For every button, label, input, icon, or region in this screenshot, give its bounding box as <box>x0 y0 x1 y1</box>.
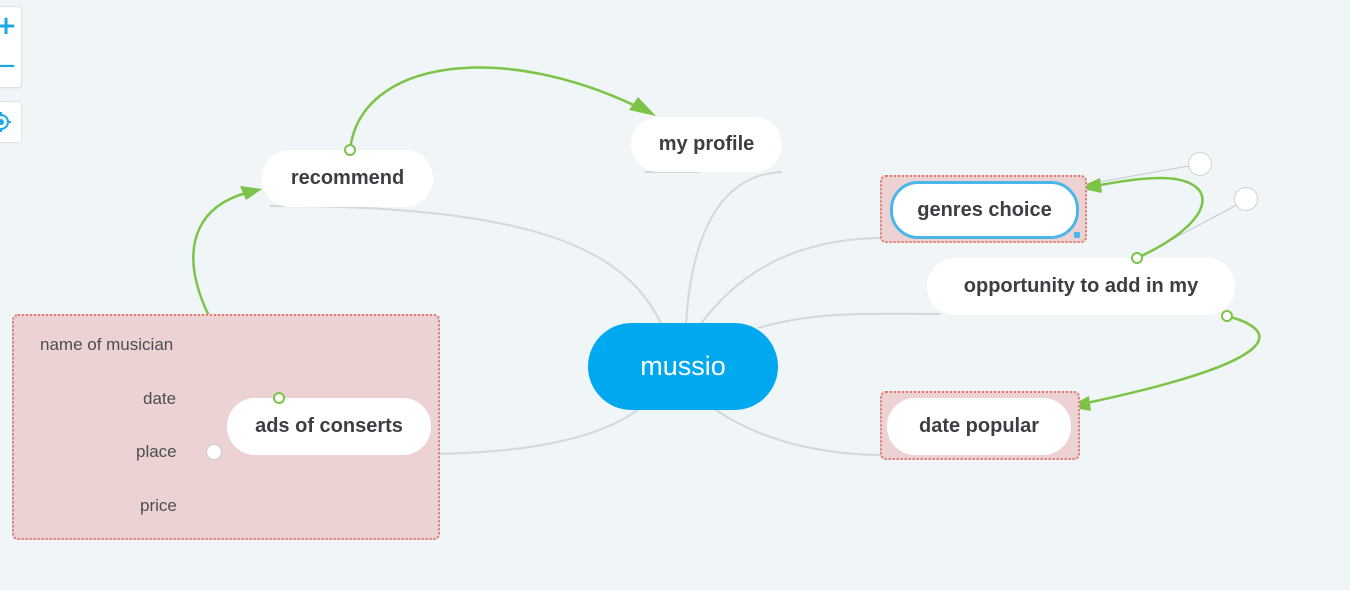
topic-label: ads of conserts <box>255 415 403 437</box>
topic-date-popular[interactable]: date popular <box>887 398 1071 455</box>
relation-opportunity-genres <box>1089 176 1204 260</box>
topic-my-profile[interactable]: my profile <box>631 117 782 172</box>
topic-label: my profile <box>658 133 755 155</box>
subtopic-price[interactable]: price <box>140 496 177 515</box>
relation-control-point[interactable] <box>1234 187 1258 211</box>
topic-ads-of-conserts[interactable]: ads of conserts <box>227 398 431 455</box>
arrowhead-profile <box>629 97 656 116</box>
arrowhead-recommend <box>240 186 262 200</box>
central-topic-label: mussio <box>640 351 726 381</box>
resize-handle[interactable] <box>1074 232 1080 238</box>
plus-icon[interactable]: + <box>0 11 17 41</box>
control-line-1 <box>1087 163 1201 185</box>
relation-recommend-profile <box>348 66 641 151</box>
subtopic-place[interactable]: place <box>136 442 177 461</box>
locate-icon[interactable] <box>0 107 17 137</box>
minus-icon[interactable]: − <box>0 51 17 81</box>
topic-label: genres choice <box>917 198 1052 221</box>
branch-ads <box>419 407 641 455</box>
subtopic-date[interactable]: date <box>143 389 177 408</box>
topic-genres-choice[interactable]: genres choice <box>890 181 1079 239</box>
subtopic-name-of-musician[interactable]: name of musician <box>40 335 174 354</box>
center-control <box>0 101 22 143</box>
zoom-controls: + − <box>0 6 22 88</box>
relation-handle[interactable] <box>273 392 285 404</box>
relation-control-point[interactable] <box>1188 152 1212 176</box>
relation-handle[interactable] <box>1221 310 1233 322</box>
central-topic[interactable]: mussio <box>588 323 778 410</box>
branch-recommend <box>269 204 663 326</box>
branch-opportunity <box>757 312 941 329</box>
relation-handle[interactable] <box>344 144 356 156</box>
topic-opportunity[interactable]: opportunity to add in my <box>927 258 1235 315</box>
branch-genres <box>699 237 885 326</box>
relation-opportunity-date <box>1081 314 1261 406</box>
branch-date-popular <box>715 409 886 456</box>
relation-handle[interactable] <box>1131 252 1143 264</box>
topic-recommend[interactable]: recommend <box>262 150 433 207</box>
topic-label: date popular <box>918 415 1039 437</box>
branch-my-profile <box>685 171 783 326</box>
topic-label: opportunity to add in my <box>963 275 1199 297</box>
topic-label: recommend <box>290 167 405 189</box>
collapse-toggle[interactable] <box>206 444 222 460</box>
control-line-2 <box>1136 199 1247 259</box>
